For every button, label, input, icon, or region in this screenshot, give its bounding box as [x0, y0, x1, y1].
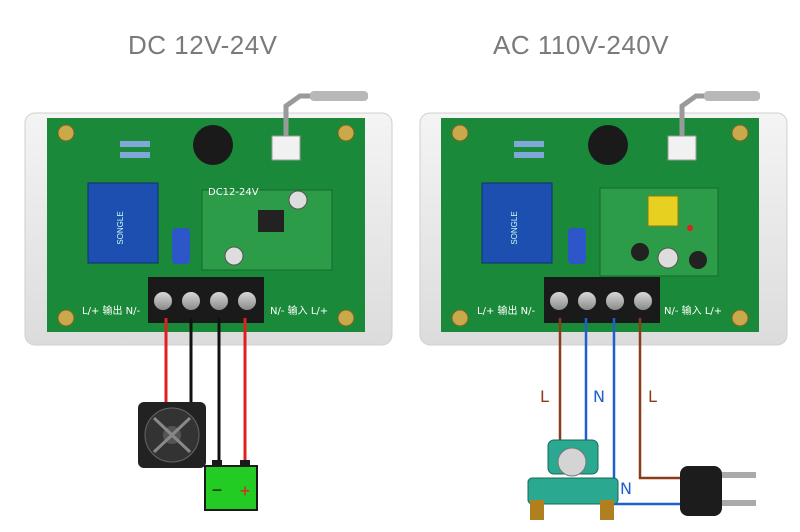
resistor: [514, 152, 544, 158]
pump-outlet: [600, 500, 614, 520]
pump-body: [527, 477, 619, 505]
battery-terminal: [240, 460, 250, 466]
screw-icon: [451, 309, 469, 327]
pump-inlet: [530, 500, 544, 520]
resistor: [120, 152, 150, 158]
plug-body: [680, 466, 722, 516]
dc-voltage-title: DC 12V-24V: [128, 30, 278, 60]
fan-blades: [152, 416, 192, 454]
led-icon: [687, 225, 693, 231]
resistor: [514, 141, 544, 147]
screw-icon: [57, 124, 75, 142]
ac-output-label: L/+ 输出 N/-: [477, 304, 536, 317]
relay: [87, 182, 159, 264]
buzzer: [588, 125, 628, 165]
screw-icon: [451, 124, 469, 142]
plug-prong: [722, 472, 756, 478]
ac-voltage-title: AC 110V-240V: [493, 30, 670, 60]
dc-controller-board: SONGLE DC12-24V L/+ 输出 N/- N/- 输入 L/+: [24, 91, 393, 346]
terminal-screw-icon: [210, 292, 228, 310]
screw-icon: [57, 309, 75, 327]
battery-body: [204, 465, 258, 511]
relay-marking: SONGLE: [116, 211, 125, 244]
relay-marking: SONGLE: [510, 211, 519, 244]
dc-output-label: L/+ 输出 N/-: [82, 304, 141, 317]
electrolytic-capacitor: [689, 251, 707, 269]
wire-label-neutral-bottom: N: [620, 479, 632, 498]
battery-icon: − +: [204, 460, 258, 511]
sensor-connector: [667, 135, 697, 161]
terminal-screw-icon: [238, 292, 256, 310]
inductor: [258, 210, 284, 232]
plug-prong: [722, 500, 756, 506]
resistor: [120, 141, 150, 147]
screw-icon: [337, 309, 355, 327]
terminal-screw-icon: [606, 292, 624, 310]
screw-icon: [731, 309, 749, 327]
ac-controller-board: SONGLE L/+ 输出 N/- N/- 输入 L/+: [419, 91, 788, 346]
battery-plus-icon: +: [240, 481, 251, 501]
wire-label-live-right: L: [648, 387, 657, 406]
terminal-screw-icon: [550, 292, 568, 310]
battery-minus-icon: −: [212, 480, 223, 500]
electrolytic-capacitor: [224, 246, 244, 266]
electrolytic-capacitor: [657, 247, 679, 269]
electrolytic-capacitor: [288, 190, 308, 210]
pump-face: [557, 447, 587, 477]
relay: [481, 182, 553, 264]
terminal-screw-icon: [634, 292, 652, 310]
electrolytic-capacitor: [631, 243, 649, 261]
ac-input-label: N/- 输入 L/+: [664, 304, 722, 317]
dc-input-label: N/- 输入 L/+: [270, 304, 328, 317]
screw-icon: [337, 124, 355, 142]
screw-icon: [731, 124, 749, 142]
x-capacitor: [568, 228, 586, 264]
terminal-screw-icon: [578, 292, 596, 310]
dc-module-label: DC12-24V: [208, 187, 259, 198]
wire-label-neutral-left: N: [593, 387, 605, 406]
sensor-connector: [271, 135, 301, 161]
terminal-screw-icon: [182, 292, 200, 310]
x-capacitor: [172, 228, 190, 264]
transformer: [647, 195, 679, 227]
battery-terminal: [212, 460, 222, 466]
terminal-screw-icon: [154, 292, 172, 310]
probe-tip: [704, 91, 760, 101]
probe-tip: [310, 91, 368, 101]
dc-wires: [164, 318, 247, 470]
buzzer: [193, 125, 233, 165]
wire-label-live-left: L: [540, 387, 549, 406]
mains-plug-icon: [680, 466, 756, 516]
fan-icon: [138, 402, 206, 468]
water-pump-icon: [527, 439, 619, 520]
